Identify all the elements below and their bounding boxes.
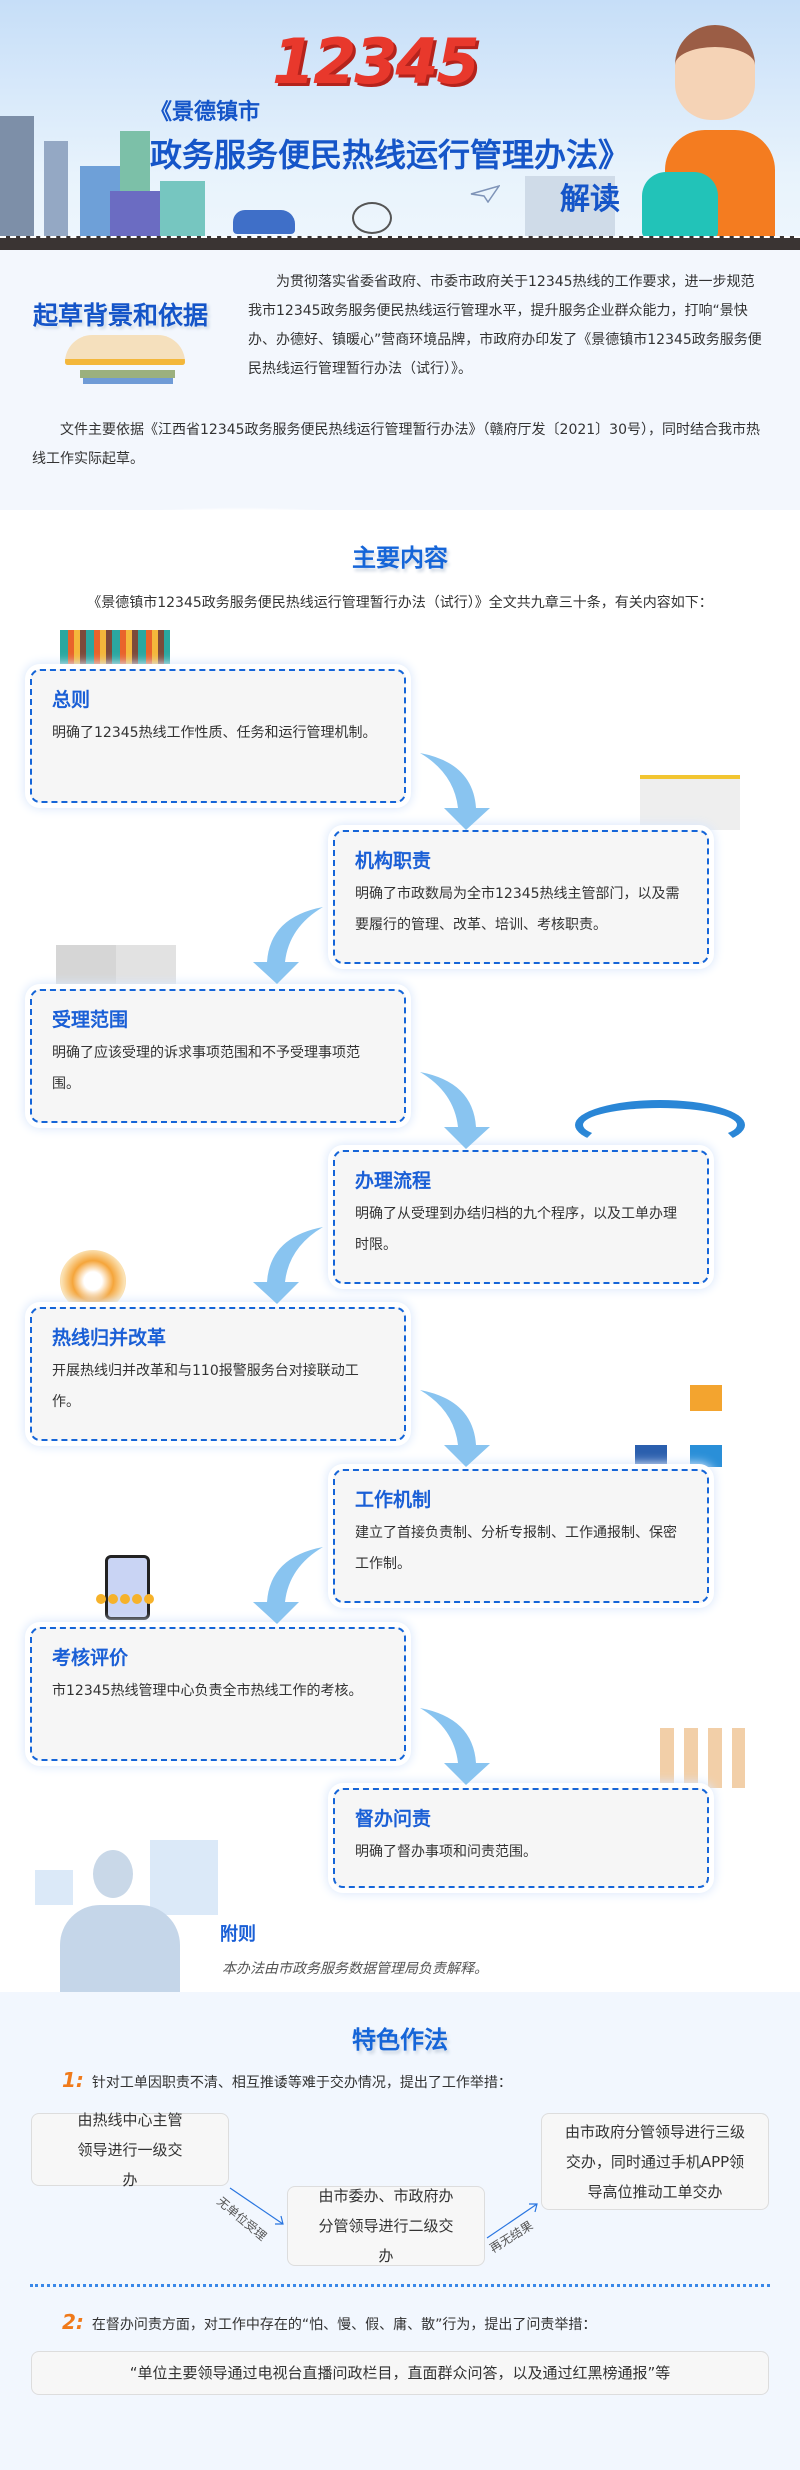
chapter-title: 考核评价 xyxy=(52,1647,129,1669)
banner-title-main: 政务服务便民热线运行管理办法》 xyxy=(150,136,631,174)
microphones-icon xyxy=(660,1728,745,1788)
chapter-card-hotline-merger: 热线归并改革 开展热线归并改革和与110报警服务台对接联动工作。 xyxy=(30,1307,406,1441)
banner-title-number: 12345 xyxy=(272,25,480,98)
flow-arrow-down-right xyxy=(420,1390,490,1467)
building-illustration xyxy=(160,181,205,236)
chapter-body: 明确了市政数局为全市12345热线主管部门，以及需要履行的管理、改革、培训、考核… xyxy=(355,886,680,933)
banner-title-suffix: 解读 xyxy=(560,182,620,217)
paper-plane-icon xyxy=(470,185,500,203)
chapter-title: 督办问责 xyxy=(355,1808,432,1830)
background-paragraph-2: 文件主要依据《江西省12345政务服务便民热线运行管理暂行办法》（赣府厅发〔20… xyxy=(32,422,760,467)
escalation-step-3: 由市政府分管领导进行三级交办，同时通过手机APP领导高位推动工单交办 xyxy=(541,2113,769,2210)
feature-text: 针对工单因职责不清、相互推诿等难于交办情况，提出了工作举措： xyxy=(91,2075,512,2091)
background-title: 起草背景和依据 xyxy=(33,301,209,330)
person-speaking-illustration xyxy=(35,1830,225,1995)
chapter-card-mechanism: 工作机制 建立了首接负责制、分析专报制、工作通报制、保密工作制。 xyxy=(333,1469,709,1603)
feature-text: 在督办问责方面，对工作中存在的“怕、慢、假、庸、散”行为，提出了问责举措： xyxy=(91,2317,597,2333)
chapter-body: 明确了督办事项和问责范围。 xyxy=(355,1844,537,1860)
feature-item-1: 1: 针对工单因职责不清、相互推诿等难于交办情况，提出了工作举措： xyxy=(62,2068,512,2092)
rating-stars-icon xyxy=(96,1594,154,1604)
flow-arrow-down-left xyxy=(253,907,323,984)
road xyxy=(0,236,800,250)
background-paragraph-1: 为贯彻落实省委省政府、市委市政府关于12345热线的工作要求，进一步规范我市12… xyxy=(248,274,762,377)
chapter-title: 热线归并改革 xyxy=(52,1327,167,1349)
feature-number: 2: xyxy=(62,2310,84,2334)
chapter-card-process: 办理流程 明确了从受理到办结归档的九个程序，以及工单办理时限。 xyxy=(333,1150,709,1284)
chapter-card-scope: 受理范围 明确了应该受理的诉求事项范围和不予受理事项范围。 xyxy=(30,989,406,1123)
chapter-body: 明确了应该受理的诉求事项范围和不予受理事项范围。 xyxy=(52,1045,360,1092)
network-ring-icon xyxy=(575,1100,745,1150)
appendix-title: 附则 xyxy=(220,1924,256,1945)
phone-handset-icon xyxy=(60,1250,126,1312)
chapter-body: 建立了首接负责制、分析专报制、工作通报制、保密工作制。 xyxy=(355,1525,677,1572)
telephone-icon xyxy=(642,172,718,238)
id-card-icon xyxy=(640,775,740,830)
chapter-title: 工作机制 xyxy=(355,1489,432,1511)
chapter-body: 明确了12345热线工作性质、任务和运行管理机制。 xyxy=(52,725,377,741)
open-book-icon xyxy=(56,945,176,989)
chapter-title: 受理范围 xyxy=(52,1009,129,1031)
chapter-title: 总则 xyxy=(52,689,91,711)
skyline-illustration xyxy=(525,176,615,236)
building-illustration xyxy=(44,141,68,236)
flow-arrow-down-right xyxy=(420,1072,490,1149)
books-icon xyxy=(60,630,170,670)
cyclist-icon xyxy=(352,202,392,234)
chapter-body: 开展热线归并改革和与110报警服务台对接联动工作。 xyxy=(52,1363,359,1410)
chapter-card-general: 总则 明确了12345热线工作性质、任务和运行管理机制。 xyxy=(30,669,406,803)
chapter-card-evaluation: 考核评价 市12345热线管理中心负责全市热线工作的考核。 xyxy=(30,1627,406,1761)
rating-illustration xyxy=(60,1555,180,1625)
operator-woman-illustration xyxy=(675,25,755,120)
building-illustration xyxy=(0,116,34,236)
building-illustration xyxy=(110,191,160,236)
chapter-title: 机构职责 xyxy=(355,850,432,872)
escalation-step-2: 由市委办、市政府办分管领导进行二级交办 xyxy=(287,2186,485,2266)
banner: 《景德镇市 12345 政务服务便民热线运行管理办法》 解读 xyxy=(0,0,800,250)
escalation-step-1: 由热线中心主管领导进行一级交办 xyxy=(31,2111,229,2189)
divider xyxy=(30,2284,770,2287)
network-computers-icon xyxy=(635,1385,740,1467)
chapter-body: 市12345热线管理中心负责全市热线工作的考核。 xyxy=(52,1683,363,1699)
main-content-intro: 《景德镇市12345政务服务便民热线运行管理暂行办法（试行）》全文共九章三十条，… xyxy=(87,595,713,611)
book-icon xyxy=(55,330,195,385)
flow-arrow-down-left xyxy=(253,1227,323,1304)
flow-arrow-down-left xyxy=(253,1547,323,1624)
features-title: 特色作法 xyxy=(352,2026,448,2054)
appendix-body: 本办法由市政务服务数据管理局负责解释。 xyxy=(222,1961,488,1977)
chapter-body: 明确了从受理到办结归档的九个程序，以及工单办理时限。 xyxy=(355,1206,677,1253)
main-content-title: 主要内容 xyxy=(352,544,448,572)
chapter-card-supervision: 督办问责 明确了督办事项和问责范围。 xyxy=(333,1788,709,1888)
car-icon xyxy=(233,210,295,234)
chapter-card-responsibilities: 机构职责 明确了市政数局为全市12345热线主管部门，以及需要履行的管理、改革、… xyxy=(333,830,709,964)
escalation-arrow-2 xyxy=(486,2203,538,2239)
escalation-arrow-1 xyxy=(229,2187,284,2225)
banner-title-prefix: 《景德镇市 xyxy=(150,100,261,125)
feature-number: 1: xyxy=(62,2068,84,2092)
cloud-decoration xyxy=(0,470,800,650)
flow-arrow-down-right xyxy=(420,1708,490,1785)
accountability-measure-box: “单位主要领导通过电视台直播问政栏目，直面群众问答，以及通过红黑榜通报”等 xyxy=(31,2351,769,2395)
feature-item-2: 2: 在督办问责方面，对工作中存在的“怕、慢、假、庸、散”行为，提出了问责举措： xyxy=(62,2310,596,2334)
flow-arrow-down-right xyxy=(420,753,490,830)
chapter-title: 办理流程 xyxy=(355,1170,432,1192)
